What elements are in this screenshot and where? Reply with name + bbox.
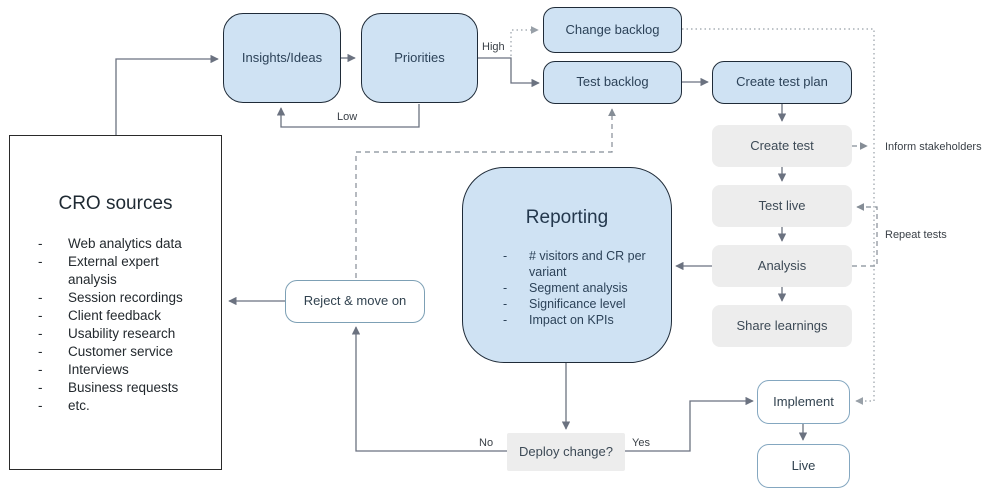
reporting-list: -# visitors and CR per variant -Segment … <box>503 248 661 328</box>
list-item: -etc. <box>38 398 90 413</box>
edge-priorities-low-to-insights <box>276 104 420 128</box>
bullet-dash: - <box>503 313 508 327</box>
list-item: -Client feedback <box>38 308 162 323</box>
list-item: -External expert analysis <box>38 254 159 287</box>
edge-priorities-high-to-change-backlog-dotted <box>510 26 539 56</box>
node-test-live: Test live <box>712 185 852 227</box>
node-live: Live <box>757 444 850 488</box>
edge-label-repeat-tests: Repeat tests <box>885 229 947 241</box>
edge-analysis-repeat-to-test-live-dashed <box>852 203 878 267</box>
list-item: -Web analytics data <box>38 236 182 251</box>
list-item: -Segment analysis <box>503 281 628 295</box>
list-item: -Impact on KPIs <box>503 313 614 327</box>
node-change-backlog: Change backlog <box>543 7 682 53</box>
reporting-box: Reporting -# visitors and CR per variant… <box>462 167 672 363</box>
node-analysis: Analysis <box>712 245 852 287</box>
list-item: -Business requests <box>38 380 179 395</box>
node-priorities: Priorities <box>361 13 478 103</box>
list-item: -Interviews <box>38 362 129 377</box>
bullet-dash: - <box>503 297 508 311</box>
edge-label-no: No <box>479 437 494 449</box>
bullet-dash: - <box>503 281 508 295</box>
bullet-dash: - <box>38 380 43 395</box>
edge-deploy-no-to-reject <box>351 326 507 452</box>
edge-deploy-yes-to-implement <box>625 396 754 452</box>
cro-sources-list: -Web analytics data -External expert ana… <box>38 235 200 415</box>
node-deploy-change: Deploy change? <box>507 433 625 471</box>
bullet-dash: - <box>38 398 43 413</box>
bullet-dash: - <box>38 326 43 341</box>
bullet-dash: - <box>38 236 43 251</box>
edge-label-yes: Yes <box>632 437 650 449</box>
cro-sources-box: CRO sources -Web analytics data -Externa… <box>9 135 222 470</box>
bullet-dash: - <box>503 249 508 263</box>
edge-label-low: Low <box>337 111 358 123</box>
reporting-title: Reporting <box>525 207 609 228</box>
bullet-dash: - <box>38 290 43 305</box>
cro-sources-title: CRO sources <box>58 193 173 214</box>
list-item: -Customer service <box>38 344 174 359</box>
list-item: -Session recordings <box>38 290 183 305</box>
node-create-test-plan: Create test plan <box>712 61 852 104</box>
edge-label-inform-stakeholders: Inform stakeholders <box>885 141 982 153</box>
list-item: -Usability research <box>38 326 176 341</box>
edge-cro-to-insights <box>115 54 219 135</box>
bullet-dash: - <box>38 362 43 377</box>
node-implement: Implement <box>757 380 850 424</box>
edge-change-backlog-to-implement-dotted <box>682 28 875 405</box>
list-item: -Significance level <box>503 297 626 311</box>
bullet-dash: - <box>38 308 43 323</box>
edge-priorities-high-to-test-backlog <box>478 57 540 88</box>
node-test-backlog: Test backlog <box>543 61 682 104</box>
node-reject-move-on: Reject & move on <box>285 280 425 323</box>
node-share-learnings: Share learnings <box>712 305 852 347</box>
list-item: -# visitors and CR per variant <box>503 249 646 279</box>
bullet-dash: - <box>38 254 43 269</box>
edge-label-high: High <box>482 41 505 53</box>
node-insights-ideas: Insights/Ideas <box>223 13 341 103</box>
node-create-test: Create test <box>712 125 852 167</box>
edge-reject-to-test-backlog-dashed <box>355 108 616 278</box>
bullet-dash: - <box>38 344 43 359</box>
